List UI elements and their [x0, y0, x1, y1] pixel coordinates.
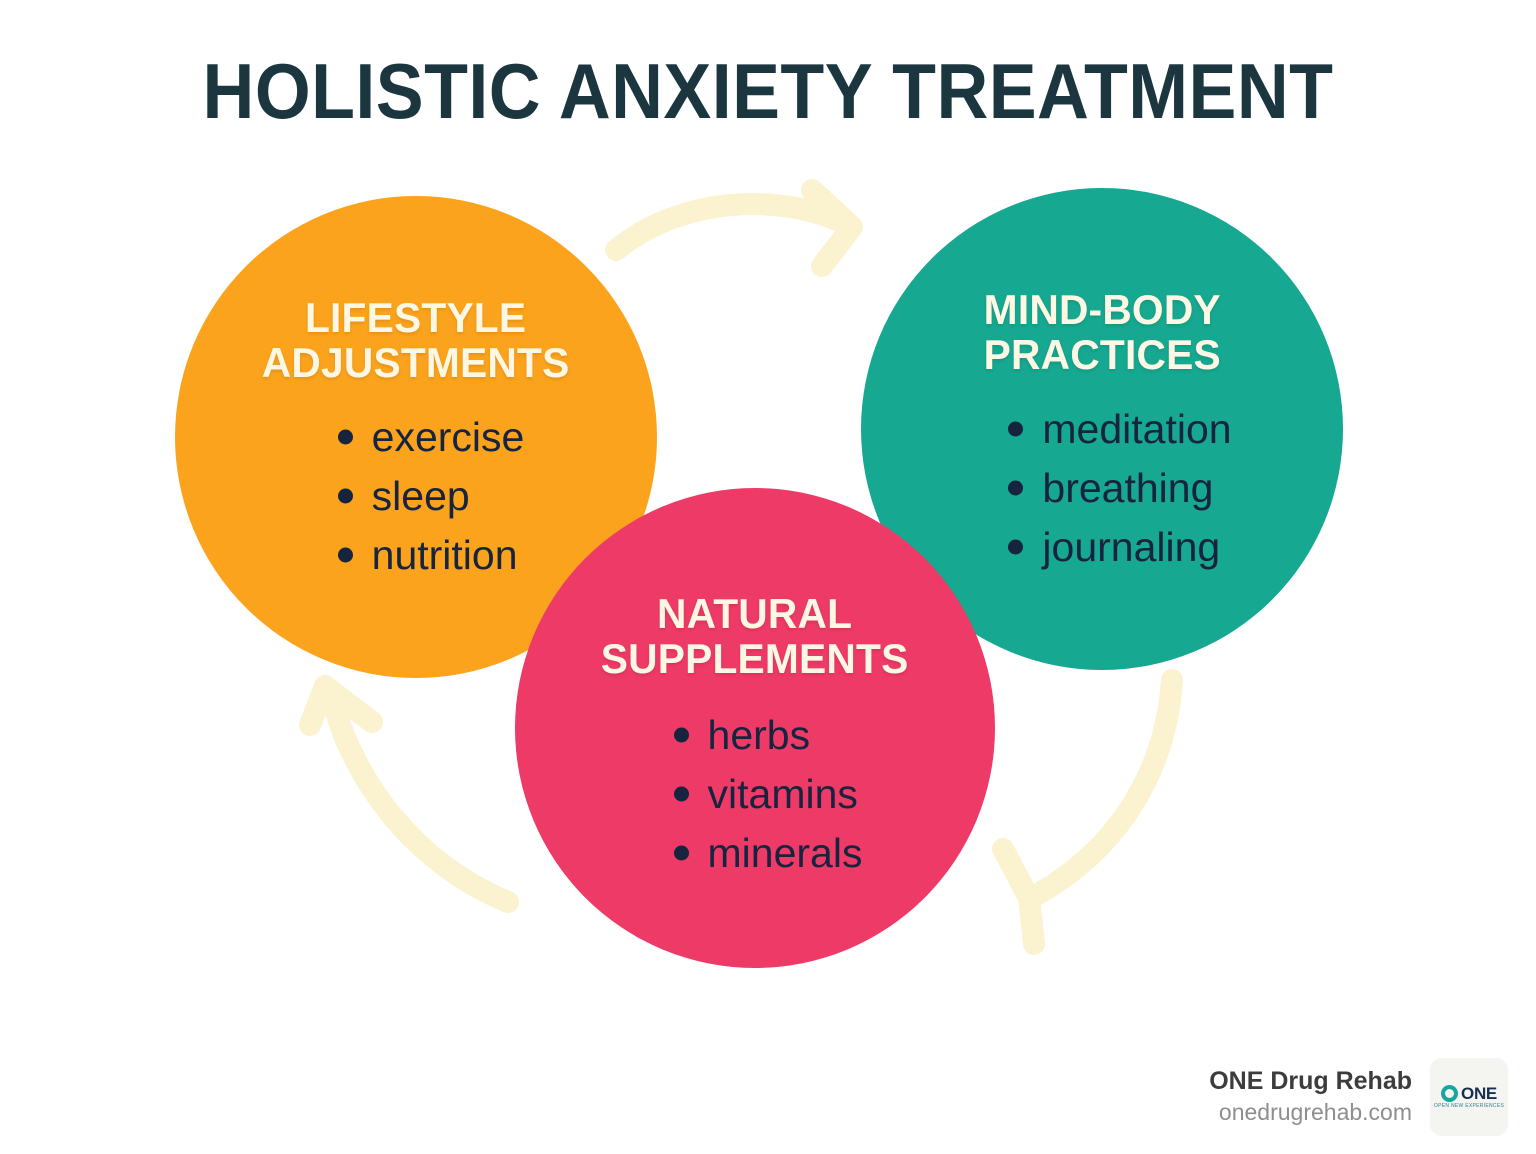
list-item: herbs — [670, 706, 863, 765]
node-heading-supplements: NATURAL SUPPLEMENTS — [601, 590, 909, 682]
brand-logo-badge: ONE OPEN NEW EXPERIENCES — [1430, 1058, 1508, 1136]
node-items-supplements: herbs vitamins minerals — [670, 706, 863, 883]
node-items-mindbody: meditation breathing journaling — [1004, 400, 1232, 577]
list-item-label: herbs — [707, 711, 811, 758]
footer-branding: ONE Drug Rehab onedrugrehab.com ONE OPEN… — [1209, 1058, 1508, 1136]
brand-url[interactable]: onedrugrehab.com — [1218, 1098, 1412, 1125]
arrow-mindbody-to-supplements — [992, 669, 1183, 955]
bullet-icon — [337, 488, 353, 504]
list-item: minerals — [670, 824, 863, 883]
list-item-label: breathing — [1042, 464, 1214, 511]
brand-logo-word: ONE — [1461, 1084, 1497, 1103]
list-item-label: sleep — [371, 472, 470, 519]
node-heading-lifestyle: LIFESTYLE ADJUSTMENTS — [262, 294, 570, 386]
brand-logo-row: ONE — [1441, 1085, 1497, 1102]
list-item: vitamins — [670, 765, 863, 824]
node-items-lifestyle: exercise sleep nutrition — [334, 408, 525, 585]
bullet-icon — [1008, 421, 1024, 437]
list-item-label: meditation — [1042, 405, 1232, 452]
ring-icon — [1441, 1085, 1459, 1102]
list-item: nutrition — [334, 526, 525, 585]
arrow-lifestyle-to-mindbody — [605, 179, 863, 277]
node-natural-supplements[interactable]: NATURAL SUPPLEMENTS herbs vitamins miner… — [515, 488, 995, 968]
bullet-icon — [673, 727, 689, 743]
brand-text-block: ONE Drug Rehab onedrugrehab.com — [1209, 1066, 1412, 1127]
list-item: breathing — [1004, 459, 1231, 518]
bullet-icon — [1008, 480, 1024, 496]
node-heading-mindbody: MIND-BODY PRACTICES — [983, 286, 1221, 378]
list-item-label: journaling — [1042, 523, 1221, 570]
bullet-icon — [337, 429, 353, 445]
page-title: HOLISTIC ANXIETY TREATMENT — [202, 47, 1334, 135]
bullet-icon — [337, 547, 353, 563]
bullet-icon — [673, 845, 689, 861]
brand-name: ONE Drug Rehab — [1209, 1067, 1412, 1096]
arrow-supplements-to-lifestyle — [299, 675, 519, 913]
arrow-layer — [299, 179, 1183, 955]
list-item: exercise — [334, 408, 525, 467]
list-item: meditation — [1004, 400, 1232, 459]
bullet-icon — [1008, 539, 1024, 555]
list-item-label: exercise — [371, 413, 525, 460]
list-item-label: minerals — [707, 829, 863, 876]
list-item-label: vitamins — [707, 770, 858, 817]
list-item: sleep — [334, 467, 525, 526]
brand-logo-tagline: OPEN NEW EXPERIENCES — [1433, 1103, 1505, 1109]
list-item: journaling — [1004, 518, 1231, 577]
bullet-icon — [673, 786, 689, 802]
list-item-label: nutrition — [371, 531, 518, 578]
cycle-diagram: LIFESTYLE ADJUSTMENTS exercise sleep nut… — [175, 179, 1343, 968]
